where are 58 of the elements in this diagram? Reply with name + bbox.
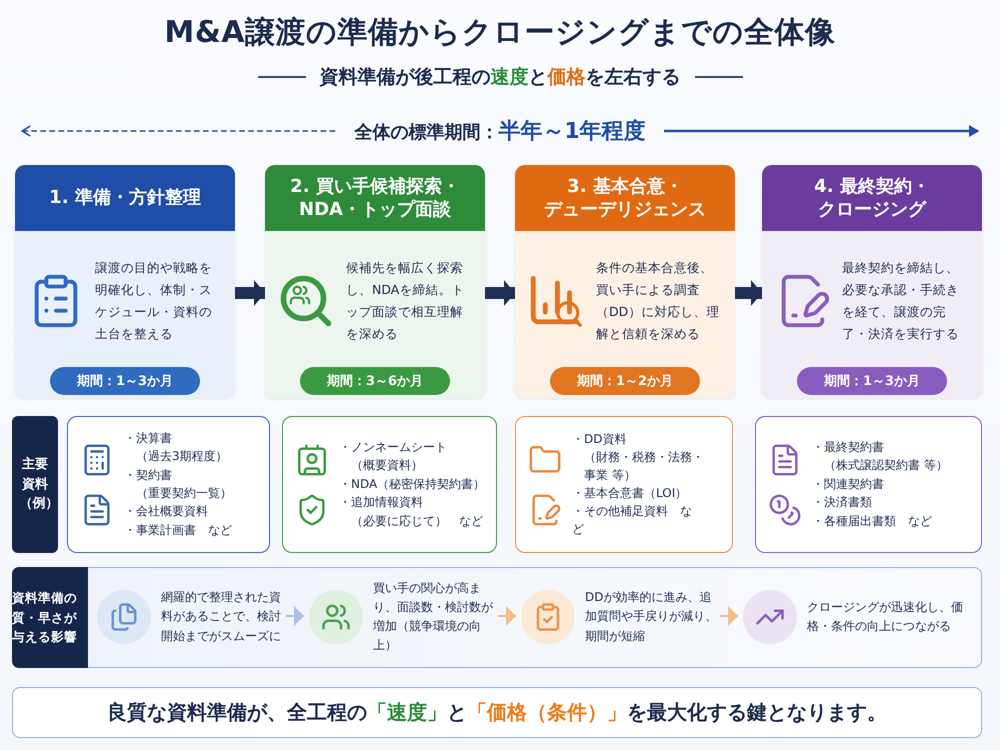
stage-card (265, 165, 485, 398)
list-item: ・ノンネームシート (339, 439, 448, 456)
impact-description: DDが効率的に進み、追加質問や手戻りが減り、期間が短縮 (585, 589, 718, 645)
arrow (485, 280, 515, 306)
list-item: ・会社概要資料 (124, 503, 209, 520)
materials-box (515, 416, 733, 553)
stage-heading: 1. 準備・方針整理 (49, 186, 201, 210)
title: M&A譲渡の準備からクロージングまでの全体像 (163, 14, 837, 52)
chevron (498, 606, 516, 626)
stage-card (515, 165, 735, 398)
stage-description: 条件の基本合意後、買い手による調査（DD）に対応し、理解と信頼を深める (596, 259, 720, 343)
materials-box (755, 416, 982, 553)
arrow (235, 280, 265, 306)
list-item: ・DD資料 (572, 430, 628, 448)
conclusion-text: 良質な資料準備が、全工程の「速度」と「価格（条件）」を最大化する鍵となります。 (107, 699, 887, 726)
stage-card (762, 165, 982, 398)
stage-card (15, 165, 235, 398)
stage-description: 譲渡の目的や戦略を明確化し、体制・スケジュール・資料の土台を整える (95, 259, 213, 343)
stage-heading: 2. 買い手候補探索・NDA・トップ面談 (289, 174, 461, 222)
materials-box (67, 416, 270, 553)
list-item: ・事業計画書 など (124, 522, 232, 539)
stage-heading: 3. 基本合意・デューデリジェンス (543, 174, 707, 222)
list-item: ・その他補足資料 など (572, 503, 693, 538)
duration-pill: 期間：1～3か月 (797, 367, 947, 395)
impact-description: クロージングが迅速化し、価格・条件の向上につながる (807, 598, 964, 635)
list-item: （概要資料） (350, 457, 424, 474)
list-item: ・各種届出書類 など (812, 512, 933, 530)
list-item: （過去3期程度） (135, 448, 229, 466)
materials-box (282, 416, 497, 553)
list-item: ・関連契約書 (812, 476, 885, 493)
subtitle: 資料準備が後工程の速度と価格を左右する (320, 65, 680, 90)
row-label: 資料準備の質・早さが与える影響 (12, 567, 88, 668)
list-item: ・契約書 (124, 466, 173, 484)
stage-description: 最終契約を締結し、必要な承認・手続きを経て、譲渡の完了・決済を実行する (842, 259, 960, 343)
impact-description: 網羅的で整理された資料があることで、検討開始までがスムーズに (161, 589, 282, 645)
list-item: ・最終契約書 (812, 439, 885, 456)
list-item: ・決済書類 (812, 494, 873, 512)
chevron (286, 606, 304, 626)
period-label: 全体の標準期間：半年～1年程度 (354, 118, 646, 146)
stage-description: 候補先を幅広く探索し、NDAを締結。トップ面談で相互理解を深める (346, 259, 466, 343)
list-item: （株式譲認契約書 等） (823, 457, 948, 474)
duration-pill: 期間：1～3か月 (50, 367, 200, 395)
list-item: ・NDA（秘密保持契約書） (339, 476, 486, 493)
impact-band (12, 567, 982, 668)
list-item: ・基本合意書（LOI） (572, 485, 688, 502)
duration-pill: 期間：1～2か月 (550, 367, 700, 395)
list-item: ・決算書 (124, 430, 173, 447)
chevron (720, 606, 738, 626)
stage-heading: 4. 最終契約・クロージング (813, 174, 931, 222)
list-item: ・追加情報資料 (339, 494, 424, 512)
list-item: （重要契約一覧） (135, 485, 232, 502)
row-label: 主要資料（例） (12, 416, 58, 553)
conclusion-box (12, 687, 982, 738)
arrow (735, 280, 762, 306)
impact-description: 買い手の関心が高まり、面談数・検討数が増加（競争環境の向上） (373, 580, 494, 654)
list-item: （必要に応じて） など (350, 512, 484, 530)
duration-pill: 期間：3～6か月 (300, 367, 450, 395)
list-item: （財務・税務・法務・事業 等） (583, 449, 705, 484)
